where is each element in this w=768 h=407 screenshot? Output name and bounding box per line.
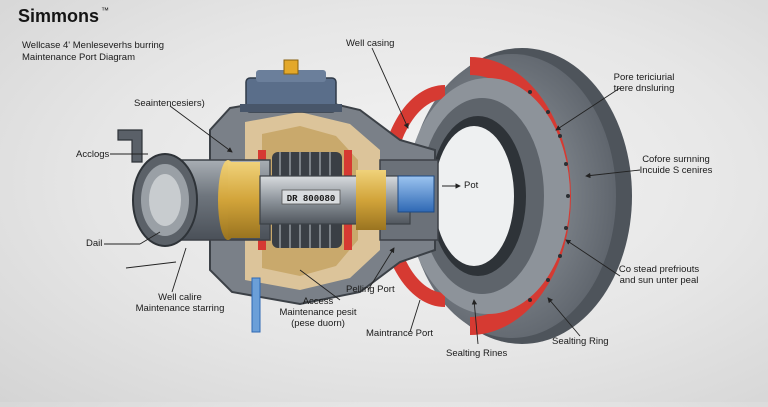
label-acclogs: Acclogs: [76, 149, 110, 160]
label-sealing-ring: Sealting Ring: [552, 336, 609, 347]
flange-bolts: [528, 90, 570, 302]
label-pore-line-2: trere dnsluring: [613, 83, 675, 94]
label-access-line-2: Maintenance pesit: [279, 307, 357, 318]
label-access-line-1: Access: [302, 296, 334, 307]
brand-name: Simmons: [18, 6, 100, 26]
label-cofore-line-1: Cofore surnning: [642, 154, 710, 165]
label-pore-line-1: Pore tericiurial: [613, 72, 675, 83]
label-well-calire: Well calire Maintenance starring: [130, 292, 230, 314]
label-co-stead-line-1: Co stead prefriouts: [618, 264, 700, 275]
body-stamp: DR 800080: [287, 194, 336, 204]
label-port: Pot: [464, 180, 479, 191]
label-well-casing: Well casing: [346, 38, 395, 49]
label-well-calire-line-2: Maintenance starring: [135, 303, 225, 314]
label-maintrance-port: Maintrance Port: [366, 328, 434, 339]
label-sealing-rines: Sealting Rines: [446, 348, 508, 359]
label-pore: Pore tericiurial trere dnsluring: [604, 72, 684, 94]
label-dail: Dail: [86, 238, 103, 249]
drain-pipe: [251, 277, 261, 333]
subtitle-line-1: Wellcase 4' Menleseverhs burring: [22, 40, 165, 51]
drive-shaft: DR 800080: [259, 170, 435, 230]
label-access-line-3: (pese duorn): [291, 318, 345, 329]
label-co-stead: Co stead prefriouts and sun unter peal: [604, 264, 714, 286]
label-cofore: Cofore surnning Incuide S cenires: [626, 154, 726, 176]
label-pelling-port: Pelling Port: [346, 284, 395, 295]
label-co-stead-line-2: and sun unter peal: [619, 275, 699, 286]
inlet-pipe: [132, 153, 271, 247]
latch-bracket: [117, 129, 143, 163]
top-valve: [240, 59, 342, 113]
label-well-calire-line-1: Well calire: [158, 292, 202, 303]
subtitle-line-2: Maintenance Port Diagram: [22, 52, 135, 63]
brand-trademark: ™: [101, 6, 110, 15]
leader-lines: [104, 47, 641, 345]
label-cofore-line-2: Incuide S cenires: [639, 165, 713, 176]
label-access: Access Maintenance pesit (pese duorn): [268, 296, 368, 329]
label-seaintencesiers: Seaintencesiers): [134, 98, 205, 109]
